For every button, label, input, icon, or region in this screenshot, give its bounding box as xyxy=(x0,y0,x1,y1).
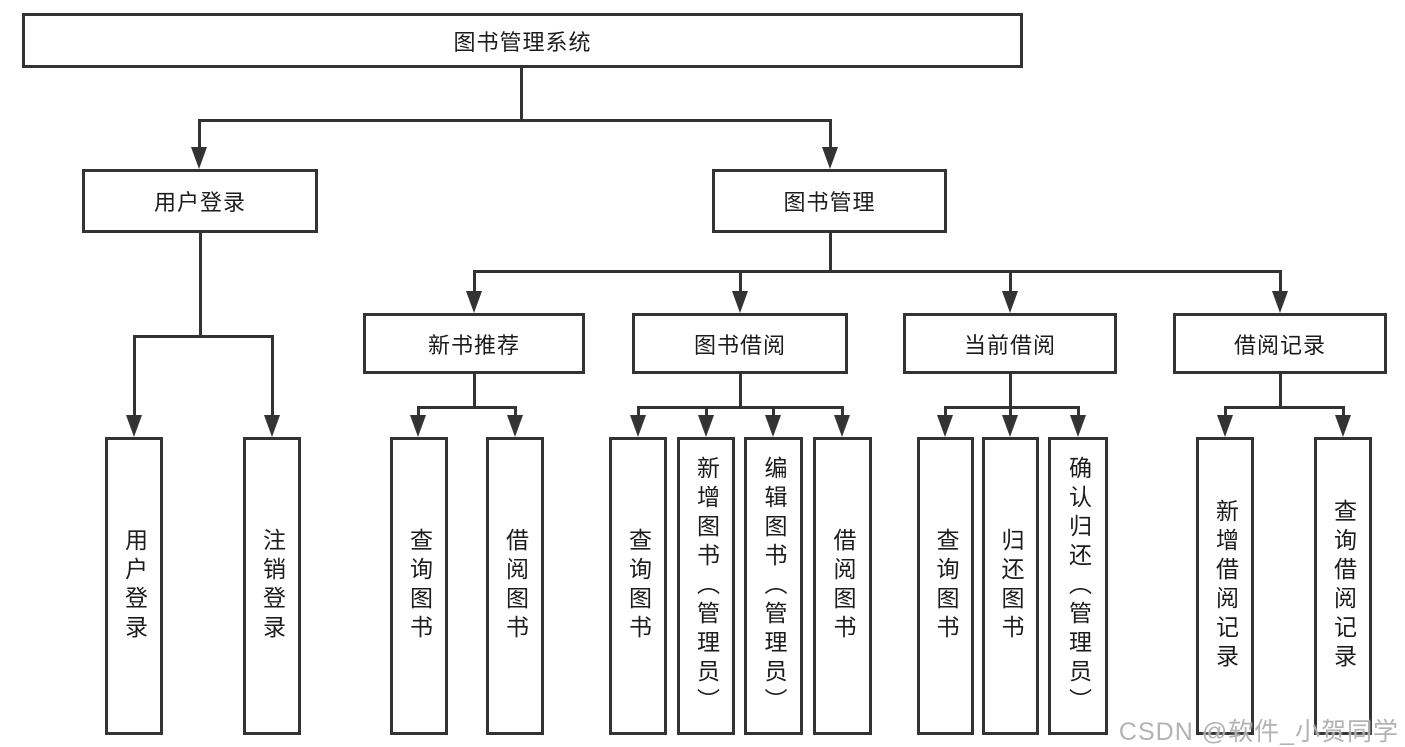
leaf-borrow-query: 查询图书 xyxy=(609,437,667,735)
arrow-down-icon xyxy=(732,291,748,313)
leaf-label: 编辑图书（管理员） xyxy=(761,455,787,717)
node-new-book-label: 新书推荐 xyxy=(427,332,520,358)
leaf-label: 查询借阅记录 xyxy=(1330,499,1357,673)
arrow-down-icon xyxy=(937,415,953,437)
connector-leaf-stem xyxy=(1342,406,1345,417)
node-borrow-label: 图书借阅 xyxy=(693,332,786,358)
leaf-label: 新增借阅记录 xyxy=(1212,499,1239,673)
leaf-records-query: 查询借阅记录 xyxy=(1314,437,1372,735)
leaf-borrow-edit-admin: 编辑图书（管理员） xyxy=(744,437,803,735)
arrow-down-icon xyxy=(1002,415,1018,437)
connector-leaf-stem xyxy=(133,335,136,417)
leaf-user-login: 用户登录 xyxy=(105,437,163,735)
connector-leaf-stem xyxy=(1009,406,1012,417)
arrow-down-icon xyxy=(264,415,280,437)
connector-new-book-hline xyxy=(417,406,517,409)
leaf-new-book-borrow: 借阅图书 xyxy=(486,437,544,735)
connector-root-hline xyxy=(198,119,832,122)
arrow-down-icon xyxy=(1272,291,1288,313)
arrow-down-icon xyxy=(822,147,838,169)
leaf-label: 新增图书（管理员） xyxy=(693,455,720,717)
arrow-down-icon xyxy=(1217,415,1233,437)
connector-book-mgmt-hline xyxy=(473,270,1281,273)
node-borrow: 图书借阅 xyxy=(632,313,848,374)
node-root-label: 图书管理系统 xyxy=(453,29,592,55)
connector-user-login-down xyxy=(199,233,202,338)
connector-records-stem xyxy=(1279,270,1282,295)
connector-leaf-stem xyxy=(944,406,947,417)
leaf-label: 借阅图书 xyxy=(830,528,856,644)
leaf-new-book-query: 查询图书 xyxy=(390,437,448,735)
connector-new-book-down xyxy=(473,374,476,408)
connector-leaf-stem xyxy=(514,406,517,417)
leaf-label: 查询图书 xyxy=(625,528,652,644)
connector-leaf-stem xyxy=(637,406,640,417)
arrow-down-icon xyxy=(1070,415,1086,437)
connector-new-book-stem xyxy=(473,270,476,295)
arrow-down-icon xyxy=(630,415,646,437)
arrow-down-icon xyxy=(1335,415,1351,437)
node-new-book: 新书推荐 xyxy=(363,313,585,374)
leaf-logout: 注销登录 xyxy=(243,437,301,735)
connector-borrow-down xyxy=(739,374,742,408)
node-user-login: 用户登录 xyxy=(82,169,318,233)
leaf-records-add: 新增借阅记录 xyxy=(1196,437,1254,735)
connector-records-down xyxy=(1279,374,1282,408)
node-records: 借阅记录 xyxy=(1173,313,1387,374)
leaf-label: 用户登录 xyxy=(121,528,148,644)
connector-leaf-stem xyxy=(772,406,775,417)
connector-book-mgmt-down xyxy=(829,233,832,273)
arrow-down-icon xyxy=(765,415,781,437)
connector-borrow-stem xyxy=(739,270,742,295)
node-current-label: 当前借阅 xyxy=(963,332,1056,358)
leaf-borrow-borrow: 借阅图书 xyxy=(813,437,872,735)
node-records-label: 借阅记录 xyxy=(1233,332,1326,358)
connector-user-login-stem xyxy=(198,119,201,150)
connector-leaf-stem xyxy=(271,335,274,417)
arrow-down-icon xyxy=(834,415,850,437)
leaf-label: 借阅图书 xyxy=(502,528,529,644)
connector-leaf-stem xyxy=(1077,406,1080,417)
leaf-current-confirm-admin: 确认归还（管理员） xyxy=(1048,437,1108,735)
arrow-down-icon xyxy=(1002,291,1018,313)
arrow-down-icon xyxy=(191,147,207,169)
connector-current-stem xyxy=(1009,270,1012,295)
node-book-mgmt-label: 图书管理 xyxy=(783,190,876,215)
leaf-borrow-add-admin: 新增图书（管理员） xyxy=(677,437,735,735)
arrow-down-icon xyxy=(698,415,714,437)
connector-root-stem xyxy=(520,68,523,122)
arrow-down-icon xyxy=(507,415,523,437)
connector-leaf-stem xyxy=(841,406,844,417)
leaf-label: 查询图书 xyxy=(406,528,433,644)
leaf-label: 归还图书 xyxy=(998,528,1024,644)
connector-borrow-hline xyxy=(637,406,843,409)
connector-book-mgmt-stem xyxy=(829,119,832,150)
leaf-label: 查询图书 xyxy=(933,528,959,644)
leaf-label: 确认归还（管理员） xyxy=(1065,455,1092,717)
leaf-current-return: 归还图书 xyxy=(982,437,1039,735)
connector-records-hline xyxy=(1224,406,1345,409)
connector-leaf-stem xyxy=(417,406,420,417)
connector-leaf-stem xyxy=(1224,406,1227,417)
arrow-down-icon xyxy=(466,291,482,313)
node-book-mgmt: 图书管理 xyxy=(712,169,947,233)
connector-leaf-stem xyxy=(705,406,708,417)
node-root: 图书管理系统 xyxy=(22,13,1023,68)
node-user-login-label: 用户登录 xyxy=(153,190,246,215)
leaf-current-query: 查询图书 xyxy=(917,437,974,735)
arrow-down-icon xyxy=(126,415,142,437)
node-current: 当前借阅 xyxy=(903,313,1117,374)
leaf-label: 注销登录 xyxy=(259,528,286,644)
csdn-watermark: CSDN @软件_小贺同学 xyxy=(1118,718,1399,746)
arrow-down-icon xyxy=(410,415,426,437)
connector-current-down xyxy=(1009,374,1012,408)
connector-user-login-hline xyxy=(133,335,274,338)
